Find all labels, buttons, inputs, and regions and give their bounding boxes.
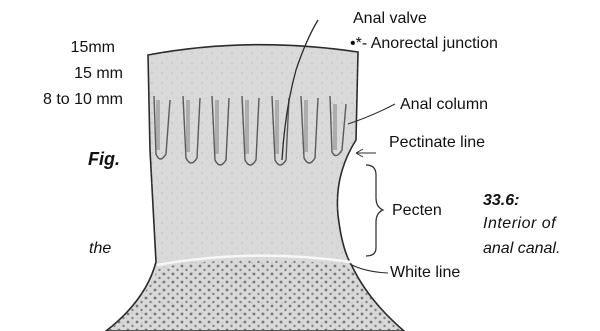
measurement-anal-columns: 15mm bbox=[71, 39, 115, 57]
perianal-skin-region bbox=[106, 259, 404, 331]
label-white-line: White line bbox=[390, 264, 460, 282]
caption-line2: anal canal. bbox=[483, 240, 560, 258]
pecten-bracket bbox=[366, 165, 383, 256]
label-anorectal-junction: •*- Anorectal junction bbox=[350, 35, 498, 53]
caption-the: the bbox=[89, 240, 111, 258]
measurement-lower-canal: 8 to 10 mm bbox=[43, 91, 123, 109]
caption-line1: Interior of bbox=[483, 215, 556, 233]
label-anal-valve: Anal valve bbox=[353, 10, 427, 28]
label-pectinate-line: Pectinate line bbox=[389, 134, 485, 152]
caption-number: 33.6: bbox=[483, 192, 519, 210]
label-pecten: Pecten bbox=[392, 202, 442, 220]
measurement-pecten: 15 mm bbox=[74, 65, 123, 83]
label-anal-column: Anal column bbox=[400, 96, 488, 114]
caption-fig: Fig. bbox=[88, 150, 120, 168]
